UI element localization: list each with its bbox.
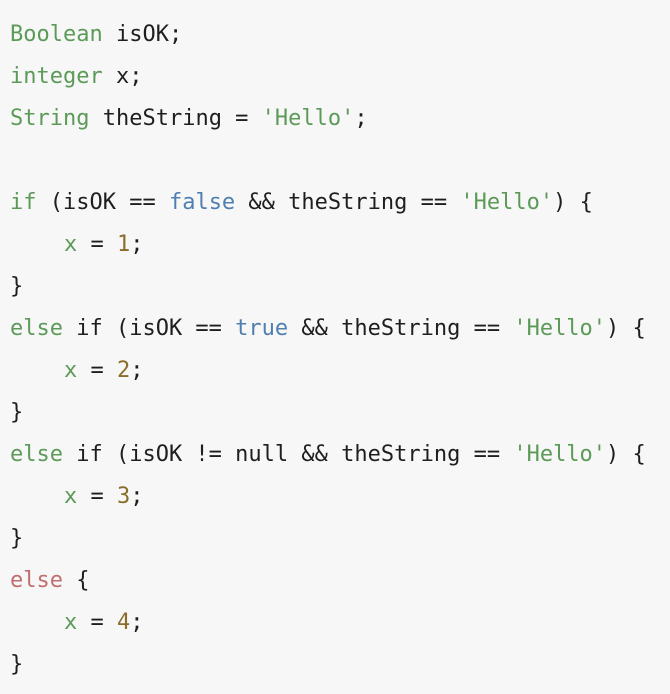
keyword-token: if <box>10 190 37 215</box>
code-text: && theString == <box>288 316 514 341</box>
variable-token: x <box>64 358 78 383</box>
number-literal: 3 <box>117 484 131 509</box>
code-text: ; <box>130 610 144 635</box>
code-text: = <box>77 484 117 509</box>
code-text: ) { <box>606 316 646 341</box>
closing-brace: } <box>10 274 24 299</box>
code-line-15: x = 4; <box>10 602 670 644</box>
closing-brace: } <box>10 400 24 425</box>
variable-token: x <box>64 610 78 635</box>
code-text: = <box>77 232 117 257</box>
type-token: Boolean <box>10 22 103 47</box>
code-line-11: else if (isOK != null && theString == 'H… <box>10 434 670 476</box>
code-line-8: else if (isOK == true && theString == 'H… <box>10 308 670 350</box>
keyword-token: else <box>10 442 63 467</box>
type-token: String <box>10 106 90 131</box>
code-text: if (isOK == <box>62 316 236 341</box>
code-line-14: else { <box>10 560 670 602</box>
code-line-6: x = 1; <box>10 224 670 266</box>
boolean-literal: true <box>235 316 289 341</box>
code-text: ; <box>130 232 144 257</box>
code-text: (isOK == <box>36 190 169 215</box>
string-literal: 'Hello' <box>513 316 607 341</box>
code-text: ; <box>130 484 144 509</box>
code-line-7: } <box>10 266 670 308</box>
code-line-16: } <box>10 644 670 686</box>
code-line-13: } <box>10 518 670 560</box>
code-line-5: if (isOK == false && theString == 'Hello… <box>10 182 670 224</box>
code-line-12: x = 3; <box>10 476 670 518</box>
string-literal: 'Hello' <box>261 106 355 131</box>
number-literal: 4 <box>117 610 131 635</box>
string-literal: 'Hello' <box>513 442 607 467</box>
code-text: if (isOK != null && theString == <box>62 442 514 467</box>
code-text: { <box>62 568 90 593</box>
code-line-1: Boolean isOK; <box>10 14 670 56</box>
code-line-3: String theString = 'Hello'; <box>10 98 670 140</box>
code-line-2: integer x; <box>10 56 670 98</box>
code-text: = <box>77 358 117 383</box>
code-text: = <box>77 610 117 635</box>
keyword-token: else <box>10 568 63 593</box>
string-literal: 'Hello' <box>460 190 554 215</box>
type-token: integer <box>10 64 103 89</box>
boolean-literal: false <box>168 190 236 215</box>
code-text: && theString == <box>235 190 461 215</box>
code-line-blank <box>10 140 670 182</box>
code-text: isOK; <box>102 22 183 47</box>
closing-brace: } <box>10 526 24 551</box>
variable-token: x <box>64 484 78 509</box>
code-text: ) { <box>606 442 646 467</box>
variable-token: x <box>64 232 78 257</box>
keyword-token: else <box>10 316 63 341</box>
number-literal: 2 <box>117 358 131 383</box>
number-literal: 1 <box>117 232 131 257</box>
code-text: ; <box>130 358 144 383</box>
code-text: x; <box>102 64 143 89</box>
code-line-10: } <box>10 392 670 434</box>
code-text: ; <box>354 106 368 131</box>
closing-brace: } <box>10 652 24 677</box>
code-line-9: x = 2; <box>10 350 670 392</box>
code-text: ) { <box>553 190 593 215</box>
code-text: theString = <box>89 106 262 131</box>
